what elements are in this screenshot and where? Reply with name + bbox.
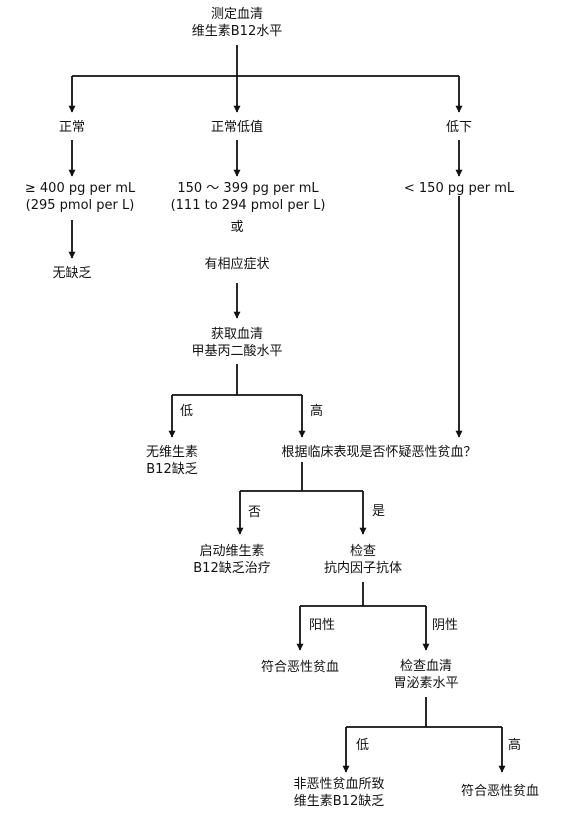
node-text: B12缺乏治疗 [193, 561, 271, 576]
node-text: 维生素B12缺乏 [293, 794, 385, 809]
node-text: ≥ 400 pg per mL [24, 181, 136, 196]
node-non-pa-deficiency: 非恶性贫血所致 维生素B12缺乏 [293, 776, 384, 810]
edge-label-low-2: 低 [356, 738, 370, 753]
node-symptoms: 有相应症状 [204, 257, 270, 272]
node-text: 非恶性贫血所致 [293, 777, 385, 792]
node-consistent-pa-1: 符合恶性贫血 [260, 660, 340, 675]
node-normal-value: ≥ 400 pg per mL (295 pmol per L) [25, 180, 135, 214]
node-low-value: < 150 pg per mL [403, 181, 515, 196]
node-check-gastrin: 检查血清 胃泌素水平 [393, 658, 458, 692]
node-text: 抗内因子抗体 [323, 561, 403, 576]
node-consistent-pa-2: 符合恶性贫血 [460, 784, 540, 799]
node-measure-serum-b12: 测定血清 维生素B12水平 [192, 6, 282, 40]
node-no-deficiency: 无缺乏 [52, 266, 92, 281]
edge-label-high: 高 [310, 404, 324, 419]
node-text: B12缺乏 [146, 462, 198, 477]
node-text: 获取血清 [210, 327, 264, 342]
node-or: 或 [230, 220, 244, 235]
edge-label-high-2: 高 [508, 738, 522, 753]
node-normal: 正常 [58, 120, 86, 135]
node-text: 测定血清 [210, 7, 263, 22]
node-text: 无维生素 [145, 445, 199, 460]
node-start-treatment: 启动维生素 B12缺乏治疗 [193, 543, 270, 577]
edge-label-low: 低 [180, 404, 194, 419]
node-text: (111 to 294 pmol per L) [170, 198, 326, 213]
node-text: 维生素B12水平 [191, 24, 283, 39]
edge-label-no: 否 [248, 505, 262, 520]
node-no-b12-deficiency: 无维生素 B12缺乏 [146, 444, 198, 478]
node-text: 甲基丙二酸水平 [191, 344, 283, 359]
node-get-mma: 获取血清 甲基丙二酸水平 [191, 326, 282, 360]
edge-label-positive: 阳性 [309, 618, 336, 633]
node-low-normal: 正常低值 [210, 120, 264, 135]
node-text: 胃泌素水平 [393, 676, 459, 691]
node-check-antibody: 检查 抗内因子抗体 [324, 543, 402, 577]
edge-label-yes: 是 [372, 504, 386, 519]
node-text: 检查 [349, 544, 377, 559]
node-low: 低下 [445, 120, 473, 135]
node-text: 启动维生素 [199, 544, 265, 559]
node-low-normal-value: 150 ～ 399 pg per mL (111 to 294 pmol per… [171, 180, 326, 214]
node-text: 150 ～ 399 pg per mL [177, 181, 319, 196]
node-suspect-pa: 根据临床表现是否怀疑恶性贫血？ [281, 445, 477, 460]
node-text: (295 pmol per L) [25, 198, 135, 213]
edge-label-negative: 阴性 [432, 618, 459, 633]
node-text: 检查血清 [399, 659, 453, 674]
